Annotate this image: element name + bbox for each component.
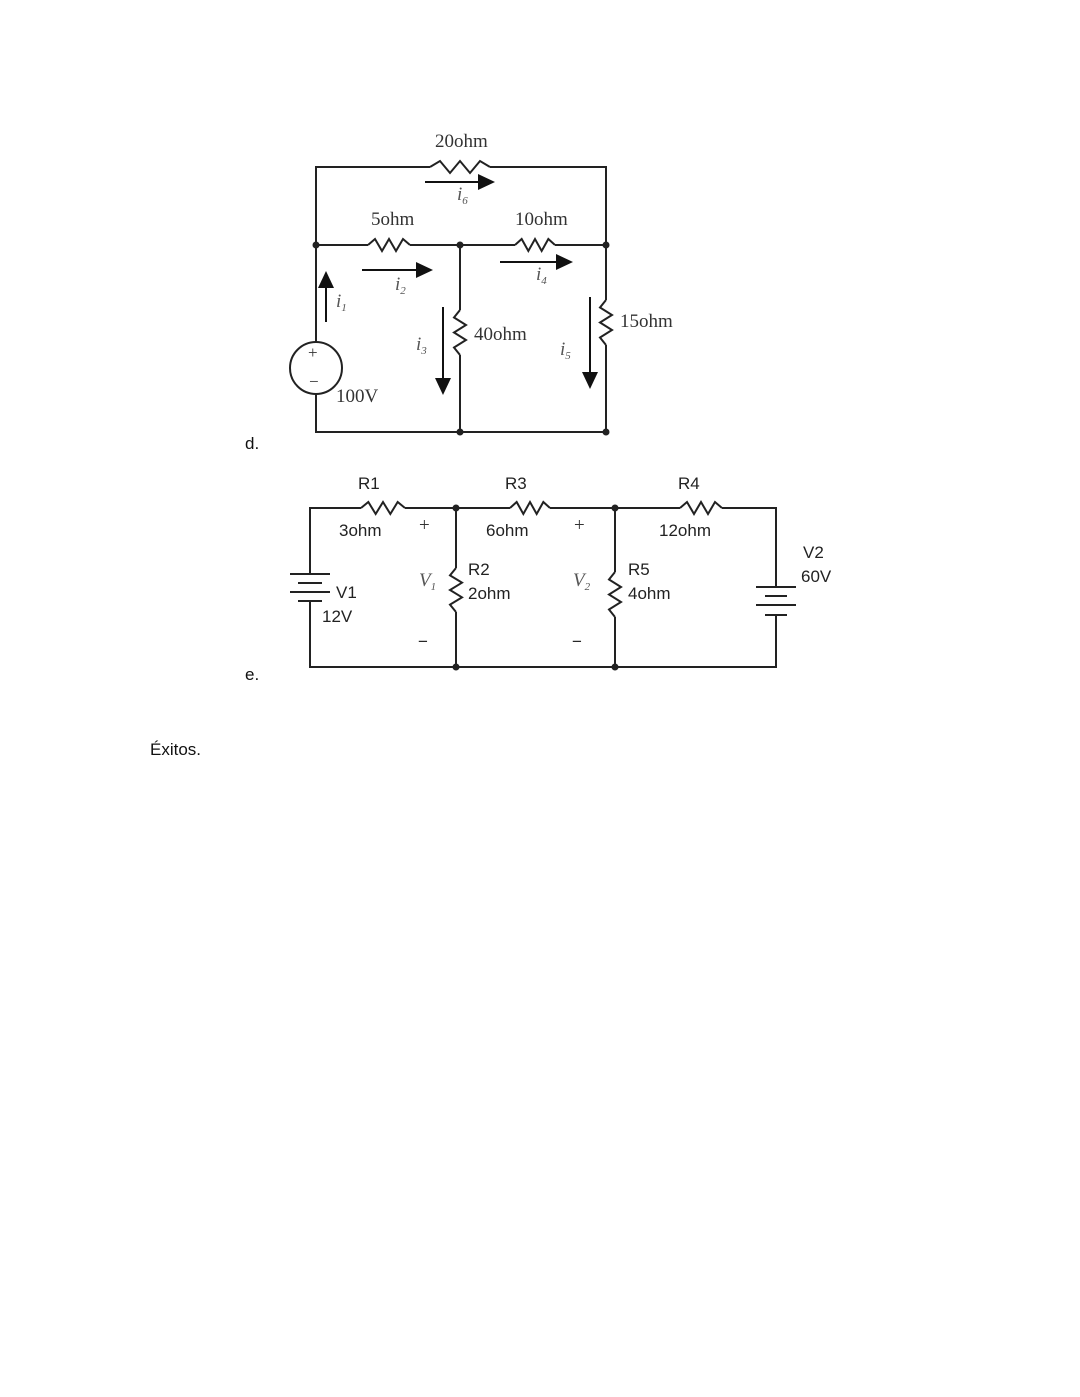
resistor-5ohm xyxy=(367,237,411,253)
v1-plus: + xyxy=(419,515,430,536)
circuit-e: R1 3ohm R3 6ohm R4 12ohm R2 2ohm R5 4ohm… xyxy=(290,474,832,671)
battery-v2 xyxy=(756,586,796,616)
label-15ohm: 15ohm xyxy=(620,311,673,332)
resistor-r1 xyxy=(360,500,406,516)
label-100v: 100V xyxy=(336,386,379,407)
v1-minus: − xyxy=(418,632,428,651)
label-r3-value: 6ohm xyxy=(486,521,529,540)
item-marker-e: e. xyxy=(245,665,260,684)
label-v2-name: V2 xyxy=(803,543,824,562)
label-r5-value: 4ohm xyxy=(628,584,671,603)
resistor-15ohm xyxy=(598,299,614,346)
item-marker-d: d. xyxy=(245,434,260,453)
label-r2-value: 2ohm xyxy=(468,584,511,603)
label-i6: i6 xyxy=(457,184,468,207)
label-v2-value: 60V xyxy=(801,567,832,586)
label-20ohm: 20ohm xyxy=(435,131,488,152)
current-arrows xyxy=(318,174,598,395)
label-r4-name: R4 xyxy=(678,474,700,493)
label-5ohm: 5ohm xyxy=(371,209,415,230)
resistor-r3 xyxy=(509,499,551,517)
voltage-source-100v xyxy=(289,341,343,395)
label-40ohm: 40ohm xyxy=(474,324,527,345)
label-r1-value: 3ohm xyxy=(339,521,382,540)
label-r1-name: R1 xyxy=(358,474,380,493)
v2-minus: − xyxy=(572,632,582,651)
label-i2: i2 xyxy=(395,274,406,297)
source-plus: + xyxy=(308,343,318,362)
junction-dots xyxy=(312,241,610,436)
resistor-10ohm xyxy=(514,236,556,254)
label-i4: i4 xyxy=(536,264,547,287)
closing-text: Éxitos. xyxy=(150,740,202,759)
junction-dots-e xyxy=(452,504,619,671)
label-r3-name: R3 xyxy=(505,474,527,493)
resistor-40ohm xyxy=(452,309,468,356)
label-i1: i1 xyxy=(336,291,347,314)
resistor-r5 xyxy=(607,571,623,618)
label-i3: i3 xyxy=(416,334,427,357)
resistor-r2 xyxy=(448,567,464,613)
battery-v1 xyxy=(290,573,330,602)
source-minus: − xyxy=(309,372,319,391)
label-v1-name: V1 xyxy=(336,583,357,602)
label-r2-name: R2 xyxy=(468,560,490,579)
resistor-20ohm xyxy=(429,159,491,175)
label-v1-value: 12V xyxy=(322,607,353,626)
resistor-r4 xyxy=(679,500,723,516)
label-node-v2: V2 xyxy=(573,570,591,593)
circuit-d: 20ohm 5ohm 10ohm 40ohm 15ohm 100V + − i6… xyxy=(289,131,673,436)
label-r4-value: 12ohm xyxy=(659,521,711,540)
label-r5-name: R5 xyxy=(628,560,650,579)
label-10ohm: 10ohm xyxy=(515,209,568,230)
label-node-v1: V1 xyxy=(419,570,436,593)
v2-plus: + xyxy=(574,515,585,536)
label-i5: i5 xyxy=(560,339,571,362)
